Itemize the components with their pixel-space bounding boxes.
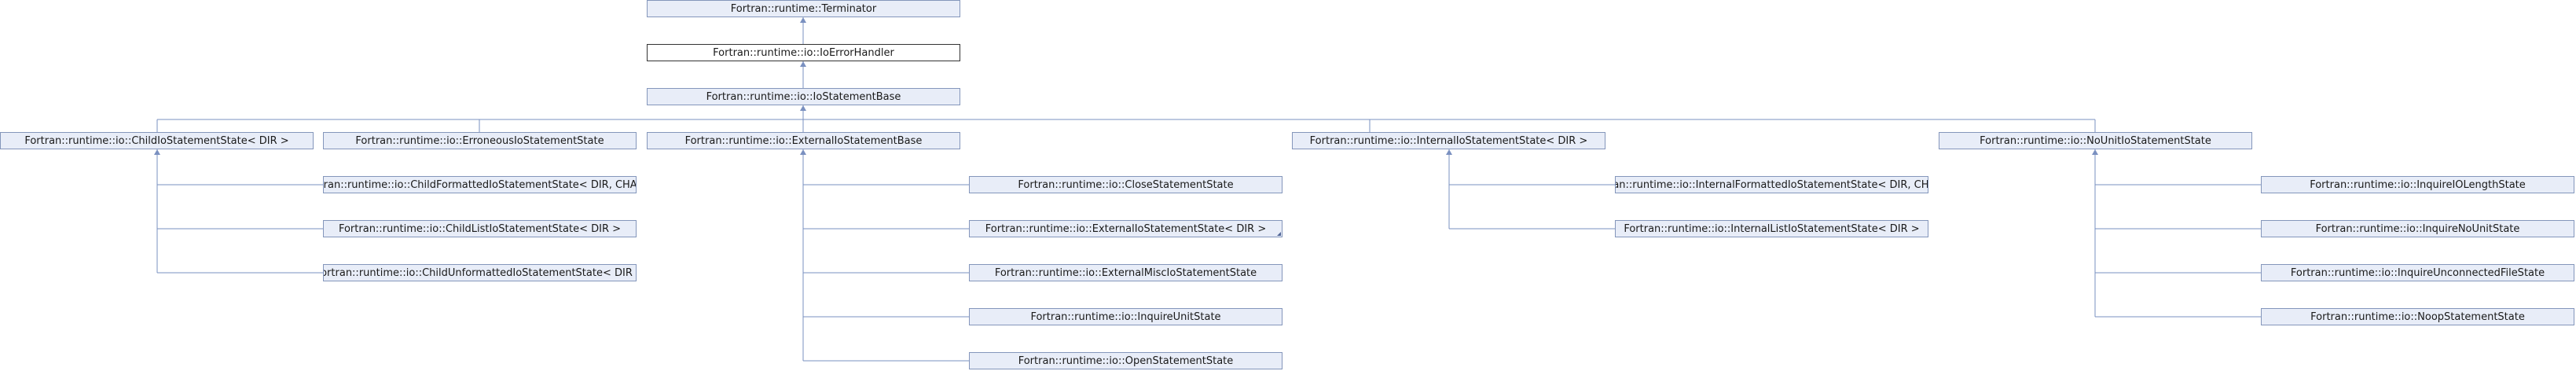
- node-label: Fortran::runtime::io::CloseStatementStat…: [1018, 178, 1234, 191]
- node-child-formatted-io-statement-state[interactable]: Fortran::runtime::io::ChildFormattedIoSt…: [323, 176, 637, 193]
- arrowhead-internal-io-statement-state: [1446, 149, 1452, 155]
- node-label: Fortran::runtime::Terminator: [730, 2, 877, 15]
- node-erroneous-io-statement-state[interactable]: Fortran::runtime::io::ErroneousIoStateme…: [323, 132, 637, 149]
- node-label: Fortran::runtime::io::ChildListIoStateme…: [338, 222, 622, 235]
- node-label: Fortran::runtime::io::NoopStatementState: [2310, 310, 2525, 323]
- node-inquire-unit-state[interactable]: Fortran::runtime::io::InquireUnitState: [969, 308, 1282, 325]
- node-internal-formatted-io-statement-state[interactable]: Fortran::runtime::io::InternalFormattedI…: [1615, 176, 1928, 193]
- node-label: Fortran::runtime::io::NoUnitIoStatementS…: [1980, 134, 2211, 147]
- node-label: Fortran::runtime::io::InternalListIoStat…: [1624, 222, 1920, 235]
- node-label: Fortran::runtime::io::InquireUnconnected…: [2290, 266, 2545, 279]
- node-internal-list-io-statement-state[interactable]: Fortran::runtime::io::InternalListIoStat…: [1615, 220, 1928, 237]
- node-label: Fortran::runtime::io::ErroneousIoStateme…: [355, 134, 604, 147]
- collapsed-fold-icon: [1277, 232, 1281, 236]
- node-noop-statement-state[interactable]: Fortran::runtime::io::NoopStatementState: [2261, 308, 2574, 325]
- node-child-io-statement-state[interactable]: Fortran::runtime::io::ChildIoStatementSt…: [0, 132, 314, 149]
- node-label: Fortran::runtime::io::IoStatementBase: [706, 90, 901, 103]
- node-child-list-io-statement-state[interactable]: Fortran::runtime::io::ChildListIoStateme…: [323, 220, 637, 237]
- arrowhead-io-error-handler: [800, 61, 806, 67]
- arrowhead-child-io-statement-state: [154, 149, 160, 155]
- arrowhead-io-statement-base: [800, 105, 806, 111]
- node-inquire-io-length-state[interactable]: Fortran::runtime::io::InquireIOLengthSta…: [2261, 176, 2574, 193]
- node-label: Fortran::runtime::io::InquireNoUnitState: [2315, 222, 2520, 235]
- node-label: Fortran::runtime::io::ChildIoStatementSt…: [24, 134, 289, 147]
- node-label: Fortran::runtime::io::InquireUnitState: [1030, 310, 1221, 323]
- node-inquire-unconnected-file-state[interactable]: Fortran::runtime::io::InquireUnconnected…: [2261, 264, 2574, 281]
- node-open-statement-state[interactable]: Fortran::runtime::io::OpenStatementState: [969, 352, 1282, 369]
- node-external-io-statement-state[interactable]: Fortran::runtime::io::ExternalIoStatemen…: [969, 220, 1282, 237]
- node-label: Fortran::runtime::io::IoErrorHandler: [713, 46, 894, 59]
- node-io-error-handler: Fortran::runtime::io::IoErrorHandler: [647, 44, 960, 61]
- node-close-statement-state[interactable]: Fortran::runtime::io::CloseStatementStat…: [969, 176, 1282, 193]
- node-io-statement-base[interactable]: Fortran::runtime::io::IoStatementBase: [647, 88, 960, 105]
- node-external-io-statement-base[interactable]: Fortran::runtime::io::ExternalIoStatemen…: [647, 132, 960, 149]
- node-label: Fortran::runtime::io::OpenStatementState: [1018, 354, 1234, 367]
- arrowhead-terminator: [800, 17, 806, 23]
- node-external-misc-io-statement-state[interactable]: Fortran::runtime::io::ExternalMiscIoStat…: [969, 264, 1282, 281]
- node-label: Fortran::runtime::io::ChildUnformattedIo…: [323, 266, 637, 279]
- node-label: Fortran::runtime::io::ExternalIoStatemen…: [985, 222, 1267, 235]
- node-label: Fortran::runtime::io::ExternalMiscIoStat…: [994, 266, 1257, 279]
- node-label: Fortran::runtime::io::InternalIoStatemen…: [1309, 134, 1588, 147]
- node-inquire-no-unit-state[interactable]: Fortran::runtime::io::InquireNoUnitState: [2261, 220, 2574, 237]
- node-terminator[interactable]: Fortran::runtime::Terminator: [647, 0, 960, 17]
- node-child-unformatted-io-statement-state[interactable]: Fortran::runtime::io::ChildUnformattedIo…: [323, 264, 637, 281]
- node-label: Fortran::runtime::io::ExternalIoStatemen…: [684, 134, 923, 147]
- arrowhead-no-unit-io-statement-state: [2092, 149, 2098, 155]
- arrowhead-external-io-statement-base: [800, 149, 806, 155]
- node-label: Fortran::runtime::io::ChildFormattedIoSt…: [323, 178, 637, 191]
- node-label: Fortran::runtime::io::InquireIOLengthSta…: [2310, 178, 2526, 191]
- node-label: Fortran::runtime::io::InternalFormattedI…: [1615, 178, 1928, 191]
- node-no-unit-io-statement-state[interactable]: Fortran::runtime::io::NoUnitIoStatementS…: [1939, 132, 2252, 149]
- node-internal-io-statement-state[interactable]: Fortran::runtime::io::InternalIoStatemen…: [1292, 132, 1605, 149]
